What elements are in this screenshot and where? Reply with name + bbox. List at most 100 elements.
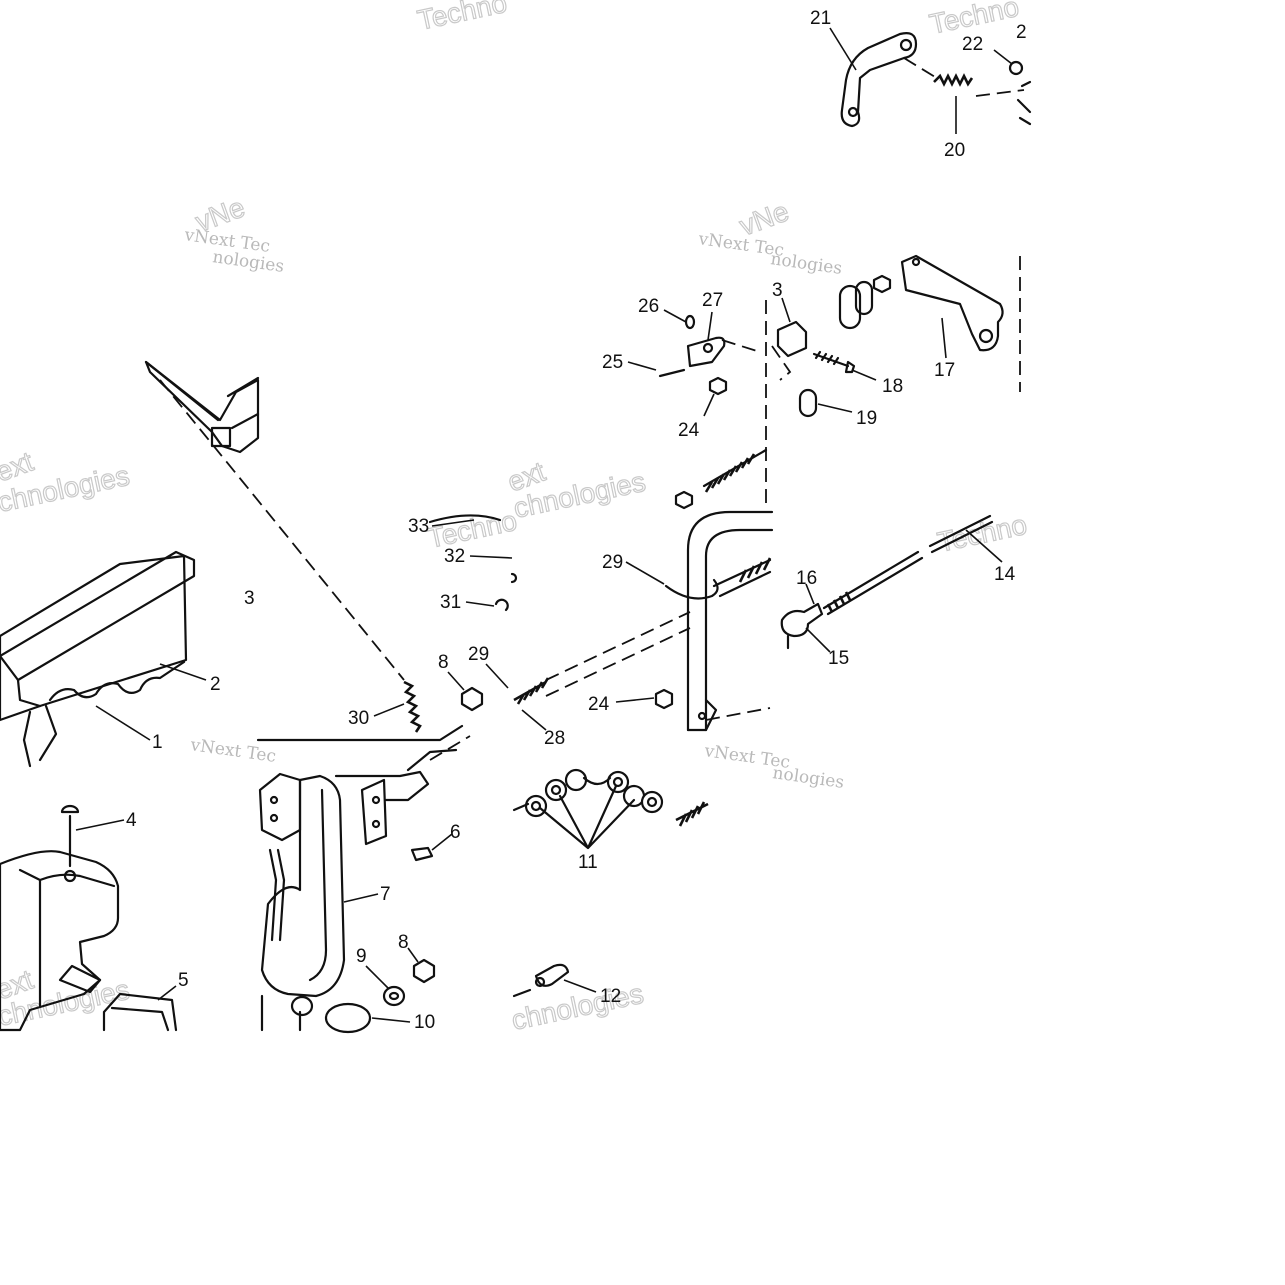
pin-12-tail	[512, 988, 532, 998]
callout-32: 32	[444, 546, 465, 567]
leader-24-top	[703, 393, 715, 417]
leader-3	[781, 297, 791, 323]
pin-25	[658, 368, 686, 378]
dashed-link-3	[771, 345, 792, 381]
callout-17: 17	[934, 360, 955, 381]
pin-12-hole	[534, 976, 546, 988]
leader-5	[157, 985, 177, 1001]
callout-labels: 21 22 2 20 26 27 3 25 24 17 18 19 33 32 …	[126, 8, 1027, 1033]
spring-20	[933, 73, 974, 87]
spacer-19	[798, 388, 818, 418]
leader-1	[95, 705, 151, 741]
callout-7: 7	[380, 884, 391, 905]
washer-10-a	[290, 995, 314, 1017]
box-5	[102, 992, 178, 1032]
bracket-21-hole-top	[899, 38, 913, 52]
leader-10	[371, 1017, 411, 1023]
callout-31: 31	[440, 592, 461, 613]
bracket-21	[840, 32, 918, 128]
callout-3: 3	[772, 280, 783, 301]
bracket-hatch	[58, 964, 102, 994]
cover-upper-edge	[334, 770, 430, 802]
leader-22	[993, 49, 1013, 65]
plate-right	[360, 778, 388, 846]
leader-2	[159, 663, 207, 681]
leader-29-right	[625, 561, 665, 585]
leader-31	[465, 601, 495, 607]
nut-24-top	[708, 376, 728, 396]
bracket-21-hole-bottom	[847, 106, 859, 118]
callout-26: 26	[638, 296, 659, 317]
cover-assembly-bottom-middle	[258, 770, 453, 1034]
callout-6: 6	[450, 822, 461, 843]
callout-15: 15	[828, 648, 849, 669]
washer-9	[382, 985, 406, 1007]
callout-18: 18	[882, 376, 903, 397]
callout-33: 33	[408, 516, 429, 537]
washer-10-b	[324, 1002, 372, 1034]
leader-12	[563, 979, 597, 993]
threaded-stud-11	[675, 801, 709, 827]
cover-body	[0, 850, 120, 1032]
callout-29-mid: 29	[468, 644, 489, 665]
bracket-assembly-top-right	[829, 27, 1032, 134]
bracket-assembly-right	[771, 254, 1021, 418]
tube-end	[210, 426, 232, 448]
rod-14-thread	[826, 591, 852, 613]
leader-7	[343, 893, 379, 903]
lower-edge-mid	[260, 994, 302, 1032]
callout-22: 22	[962, 34, 983, 55]
nut-8-low	[412, 958, 436, 984]
bolt-18	[812, 350, 856, 374]
block-3	[776, 320, 808, 358]
lever-foot	[686, 698, 718, 732]
spring-30	[403, 680, 422, 733]
washer-11-b	[544, 778, 568, 802]
tube-arm-left	[144, 360, 405, 681]
leader-6	[431, 833, 453, 851]
nut-8-mid	[460, 686, 484, 712]
dashed-rod-2	[545, 627, 691, 697]
nut-top-right	[872, 274, 892, 294]
ring-31	[494, 598, 509, 612]
washer-11-f	[640, 790, 664, 814]
callout-30: 30	[348, 708, 369, 729]
channel-assembly-left	[0, 550, 207, 768]
callout-21: 21	[810, 8, 831, 29]
part-33-edge	[428, 514, 502, 524]
leader-16	[805, 583, 815, 605]
nut-22	[1008, 60, 1024, 76]
tube-arm	[144, 360, 260, 454]
leader-14	[965, 529, 1003, 563]
cable-7	[268, 848, 286, 942]
washer-11-b-hole	[550, 784, 562, 796]
callout-25: 25	[602, 352, 623, 373]
cover-assembly-bottom-left	[0, 804, 178, 1032]
part-partial-right	[1016, 80, 1032, 126]
cable-end-right	[780, 514, 1003, 653]
plate-left-hole2	[269, 813, 279, 823]
leader-24-lower	[615, 697, 655, 703]
leader-29-mid	[485, 663, 509, 689]
plate-right-hole2	[371, 819, 381, 829]
callout-8-mid: 8	[438, 652, 449, 673]
callout-20: 20	[944, 140, 965, 161]
callout-19: 19	[856, 408, 877, 429]
washer-11-a-hole	[530, 800, 542, 812]
callout-16: 16	[796, 568, 817, 589]
rod-14	[822, 514, 994, 616]
callout-12: 12	[600, 986, 621, 1007]
slots-1	[48, 660, 186, 702]
screw-4-seat	[63, 869, 77, 883]
callout-11: 11	[578, 852, 598, 873]
plate-right-hole1	[371, 795, 381, 805]
rod-right-thread	[738, 557, 772, 583]
callout-14: 14	[994, 564, 1016, 585]
cover-inner	[18, 868, 116, 1008]
cover-7	[260, 774, 346, 998]
channel-lip	[16, 678, 42, 708]
leaders-11-fan	[538, 784, 636, 850]
rod-end-15	[780, 602, 824, 638]
nut-cable-top	[674, 490, 694, 510]
